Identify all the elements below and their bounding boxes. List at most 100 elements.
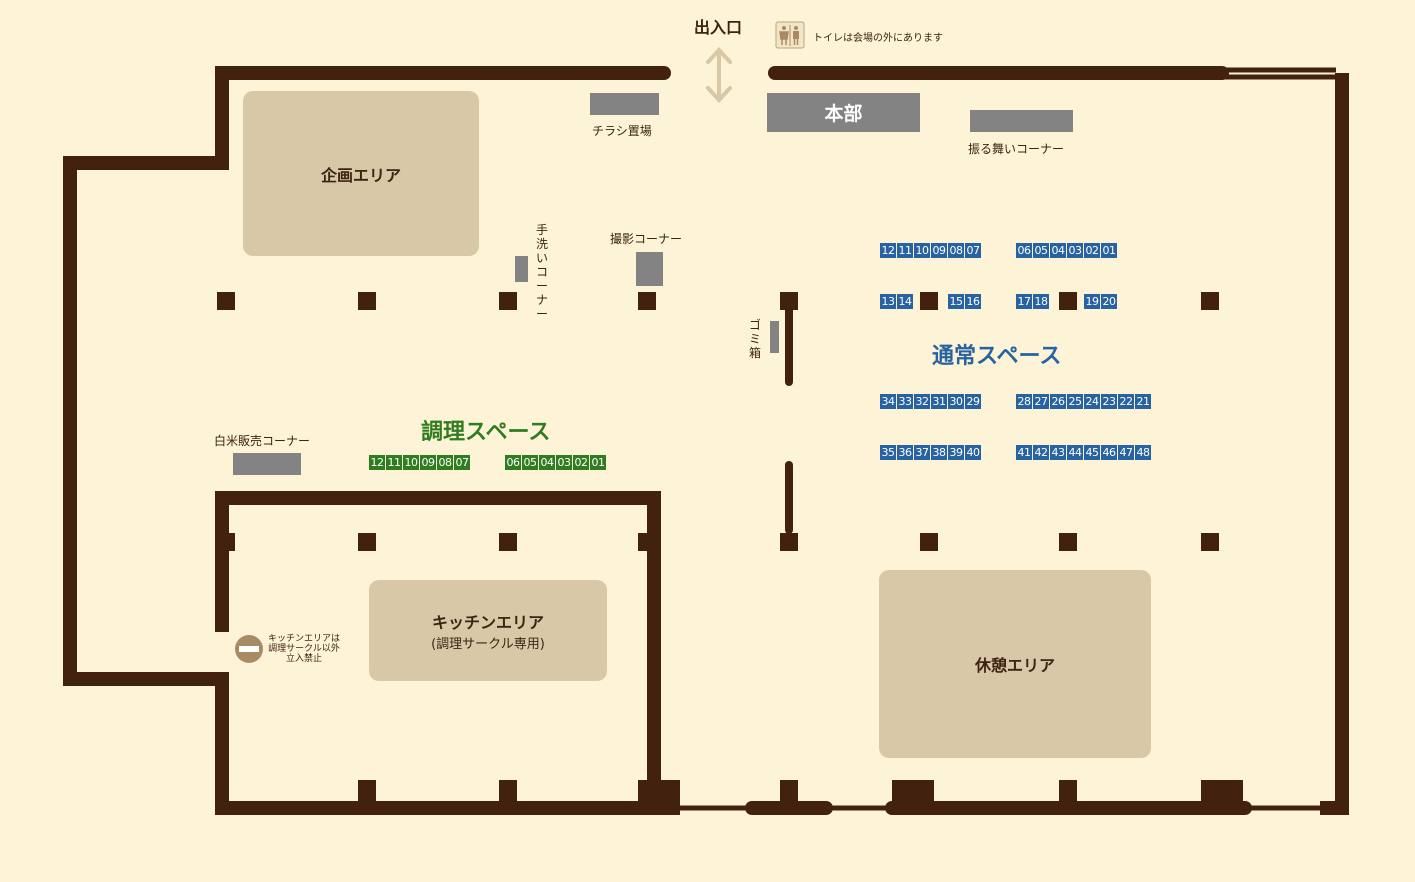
kitchen-area: キッチンエリア (調理サークル専用)	[369, 580, 607, 681]
trash-bin-label: ゴミ箱	[748, 318, 761, 360]
booth-cell[interactable]: 11	[386, 455, 402, 470]
booth-cell[interactable]: 29	[965, 394, 981, 409]
booth-cell[interactable]: 10	[403, 455, 419, 470]
booth-cell[interactable]: 46	[1101, 445, 1117, 460]
booth-cell[interactable]: 37	[914, 445, 930, 460]
booth-cell[interactable]: 05	[1033, 243, 1049, 258]
booth-cell[interactable]: 04	[539, 455, 555, 470]
booth-cell[interactable]: 39	[948, 445, 964, 460]
pillars	[217, 292, 1243, 808]
booth-cell[interactable]: 34	[880, 394, 896, 409]
booth-cell[interactable]: 48	[1135, 445, 1151, 460]
planning-area: 企画エリア	[243, 91, 479, 256]
handwash-corner-label: 手洗いコーナー	[535, 223, 548, 321]
booth-cell[interactable]: 23	[1101, 394, 1117, 409]
booth-cell[interactable]: 31	[931, 394, 947, 409]
booth-cell[interactable]: 01	[1101, 243, 1117, 258]
booth-cell[interactable]: 28	[1016, 394, 1032, 409]
booth-cell[interactable]: 43	[1050, 445, 1066, 460]
booth-cell[interactable]: 33	[897, 394, 913, 409]
booth-cell[interactable]: 13	[880, 294, 896, 309]
booth-cell[interactable]: 26	[1050, 394, 1066, 409]
kitchen-area-title: キッチンエリア	[431, 613, 544, 632]
booth-cell[interactable]: 40	[965, 445, 981, 460]
no-entry-icon	[235, 635, 263, 663]
booth-cell[interactable]: 36	[897, 445, 913, 460]
booth-cell[interactable]: 09	[931, 243, 947, 258]
booth-cell[interactable]: 35	[880, 445, 896, 460]
rice-sales-corner	[233, 453, 301, 475]
booth-cell[interactable]: 05	[522, 455, 538, 470]
booth-cell[interactable]: 02	[573, 455, 589, 470]
booth-cell[interactable]: 15	[948, 294, 964, 309]
outer-wall-west	[63, 66, 680, 815]
cooking-space-title: 調理スペース	[421, 420, 551, 445]
booth-cell[interactable]: 17	[1016, 294, 1032, 309]
booth-cell[interactable]: 16	[965, 294, 981, 309]
booth-cell[interactable]: 01	[590, 455, 606, 470]
no-entry-notice: キッチンエリアは 調理サークル以外 立入禁止	[268, 634, 340, 664]
booth-cell[interactable]: 45	[1084, 445, 1100, 460]
booth-cell[interactable]: 07	[454, 455, 470, 470]
rest-area-label: 休憩エリア	[974, 656, 1055, 675]
booth-cell[interactable]: 09	[420, 455, 436, 470]
booth-cell[interactable]: 38	[931, 445, 947, 460]
booth-cell[interactable]: 30	[948, 394, 964, 409]
booth-cell[interactable]: 18	[1033, 294, 1049, 309]
booth-cell[interactable]: 24	[1084, 394, 1100, 409]
no-entry-line: 調理サークル以外	[268, 644, 340, 654]
booth-cell[interactable]: 07	[965, 243, 981, 258]
booth-cell[interactable]: 12	[880, 243, 896, 258]
behavior-corner	[970, 110, 1073, 132]
rest-area: 休憩エリア	[879, 570, 1151, 758]
booth-cell[interactable]: 02	[1084, 243, 1100, 258]
planning-area-label: 企画エリア	[320, 165, 401, 185]
trash-bin	[770, 321, 779, 353]
handwash-corner	[515, 256, 528, 282]
booth-cell[interactable]: 11	[897, 243, 913, 258]
normal-space-title: 通常スペース	[932, 344, 1062, 369]
booth-cell[interactable]: 12	[369, 455, 385, 470]
booth-cell[interactable]: 21	[1135, 394, 1151, 409]
booth-cell[interactable]: 06	[1016, 243, 1032, 258]
booth-cell[interactable]: 04	[1050, 243, 1066, 258]
booth-cell[interactable]: 41	[1016, 445, 1032, 460]
booth-cell[interactable]: 10	[914, 243, 930, 258]
booth-cell[interactable]: 06	[505, 455, 521, 470]
entrance-label: 出入口	[694, 18, 743, 37]
toilet-note: トイレは会場の外にあります	[813, 33, 943, 44]
booth-cell[interactable]: 20	[1101, 294, 1117, 309]
booth-cell[interactable]: 47	[1118, 445, 1134, 460]
booth-cell[interactable]: 19	[1084, 294, 1100, 309]
booth-cell[interactable]: 32	[914, 394, 930, 409]
booth-cell[interactable]: 03	[556, 455, 572, 470]
kitchen-wall	[215, 491, 661, 808]
booth-cell[interactable]: 27	[1033, 394, 1049, 409]
booth-cell[interactable]: 08	[948, 243, 964, 258]
rice-sales-label: 白米販売コーナー	[214, 434, 311, 448]
booth-cell[interactable]: 42	[1033, 445, 1049, 460]
behavior-corner-label: 振る舞いコーナー	[968, 142, 1065, 156]
photo-corner-label: 撮影コーナー	[610, 232, 683, 246]
outer-wall-east	[1320, 73, 1349, 815]
photo-corner	[636, 252, 663, 286]
booth-cell[interactable]: 08	[437, 455, 453, 470]
booth-cell[interactable]: 25	[1067, 394, 1083, 409]
booth-cell[interactable]: 14	[897, 294, 913, 309]
booth-cell[interactable]: 44	[1067, 445, 1083, 460]
flyer-rack-label: チラシ置場	[592, 124, 652, 138]
booth-cell[interactable]: 22	[1118, 394, 1134, 409]
flyer-rack	[590, 93, 659, 115]
booth-cell[interactable]: 03	[1067, 243, 1083, 258]
headquarters: 本部	[767, 93, 920, 132]
